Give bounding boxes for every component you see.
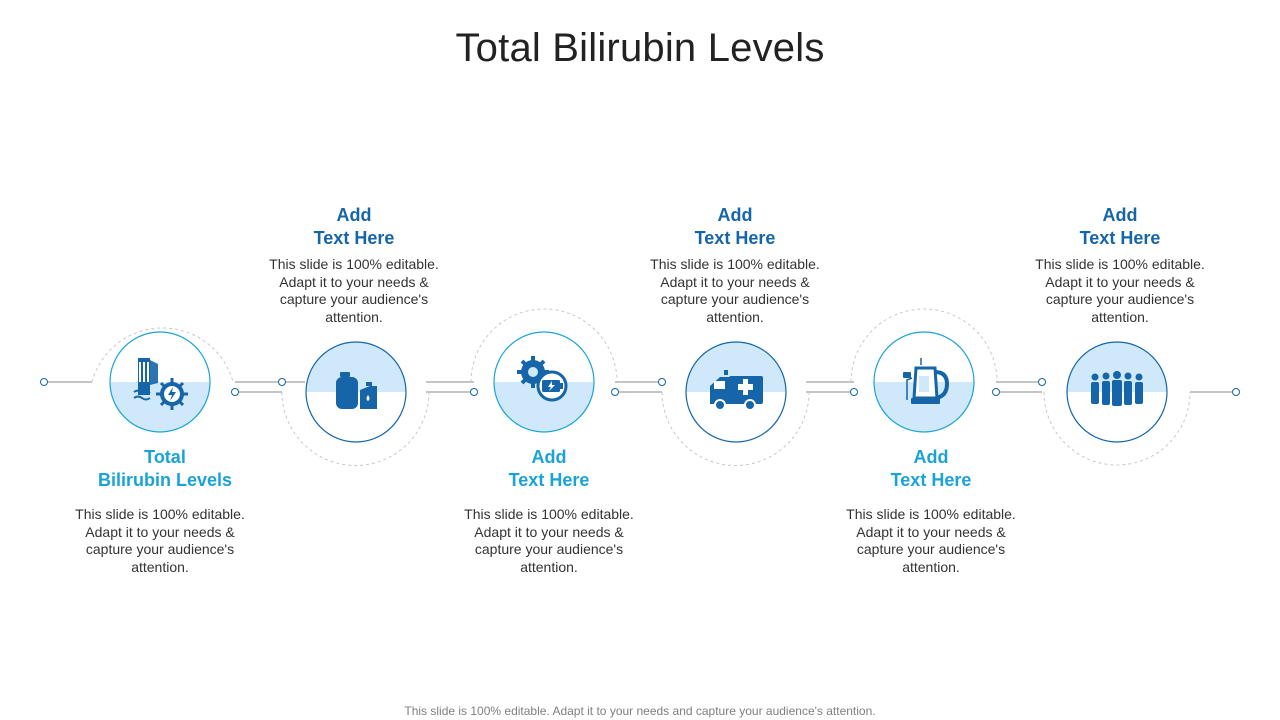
step-6-heading-line2: Text Here [1079, 228, 1161, 248]
step-5-heading-line1: Add [913, 447, 949, 467]
gear-battery-icon [517, 356, 568, 402]
connector-lines [44, 381, 1236, 393]
step-6-heading: Add Text Here [1030, 204, 1210, 250]
footer-note: This slide is 100% editable. Adapt it to… [404, 704, 876, 718]
slide-title: Total Bilirubin Levels [455, 26, 825, 70]
step-4-description: This slide is 100% editable. Adapt it to… [650, 256, 820, 325]
connector-nodes [40, 378, 1240, 396]
step-3-heading-line1: Add [531, 447, 567, 467]
step-2-heading-line2: Text Here [313, 228, 395, 248]
step-4-heading-line2: Text Here [694, 228, 776, 248]
step-2-description: This slide is 100% editable. Adapt it to… [269, 256, 439, 325]
step-2-heading: Add Text Here [264, 204, 444, 250]
step-4-heading: Add Text Here [645, 204, 825, 250]
step-5-heading: Add Text Here [841, 446, 1021, 492]
step-1-description: This slide is 100% editable. Adapt it to… [75, 506, 245, 575]
step-6-heading-line1: Add [1102, 205, 1138, 225]
step-4-heading-line1: Add [717, 205, 753, 225]
electric-kettle-icon [903, 358, 950, 404]
step-1-heading-line2: Bilirubin Levels [97, 470, 233, 490]
step-3-heading-line2: Text Here [508, 470, 590, 490]
step-2-heading-line1: Add [336, 205, 372, 225]
ambulance-icon [710, 370, 763, 411]
step-circle-1 [109, 331, 211, 433]
dashed-rings [91, 308, 1191, 466]
step-5-heading-line2: Text Here [890, 470, 972, 490]
step-1-heading-line1: Total [144, 447, 186, 467]
step-3-heading: Add Text Here [459, 446, 639, 492]
group-of-people-icon [1091, 371, 1143, 406]
hydroelectric-dam-icon [133, 358, 188, 410]
step-1-heading: Total Bilirubin Levels [75, 446, 255, 492]
step-6-description: This slide is 100% editable. Adapt it to… [1035, 256, 1205, 325]
fuel-canisters-icon [336, 372, 377, 409]
step-3-description: This slide is 100% editable. Adapt it to… [464, 506, 634, 575]
step-5-description: This slide is 100% editable. Adapt it to… [846, 506, 1016, 575]
